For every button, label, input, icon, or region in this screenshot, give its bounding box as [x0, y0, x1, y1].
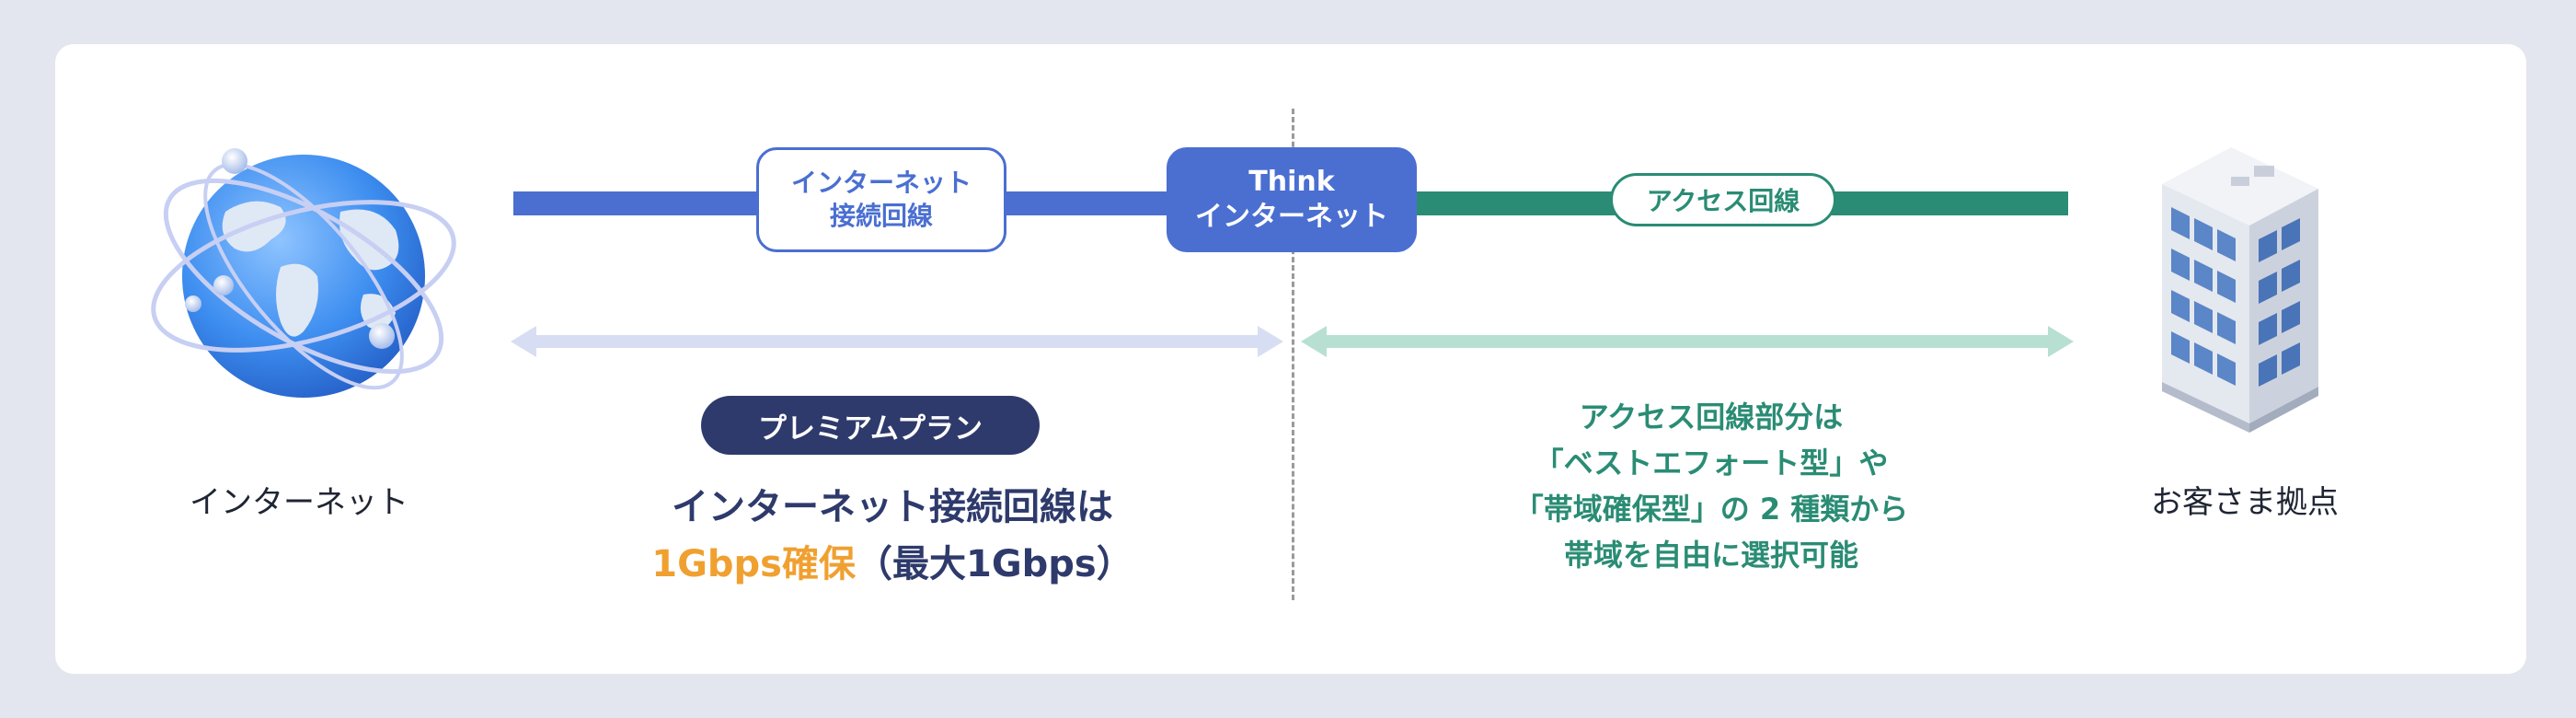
premium-description: インターネット接続回線は 1Gbps確保（最大1Gbps） [515, 479, 1270, 593]
globe-icon [151, 148, 456, 398]
access-note-line-4: 帯域を自由に選択可能 [1563, 538, 1858, 573]
internet-range-arrow [511, 326, 1283, 357]
premium-line-2: 1Gbps確保（最大1Gbps） [515, 536, 1270, 593]
premium-line-1: インターネット接続回線は [672, 486, 1113, 528]
access-description: アクセス回線部分は 「ベストエフォート型」や 「帯域確保型」の 2 種類から 帯… [1343, 394, 2079, 578]
premium-max: （最大1Gbps） [856, 543, 1133, 585]
access-note-line-1: アクセス回線部分は [1579, 400, 1844, 434]
think-label: Think [1248, 166, 1335, 198]
internet-connection-line-label: インターネット 接続回線 [756, 147, 1006, 252]
access-range-arrow [1301, 326, 2074, 357]
internet-label: インターネット [190, 484, 408, 521]
think-internet-badge: Think インターネット [1167, 147, 1417, 252]
office-building-icon [2162, 147, 2318, 433]
office-label: お客さま拠点 [2151, 484, 2339, 521]
think-internet-label: インターネット [1195, 201, 1388, 233]
access-note-line-2: 「ベストエフォート型」や [1534, 446, 1889, 481]
premium-plan-badge: プレミアムプラン [701, 396, 1040, 455]
access-note-line-3: 「帯域確保型」の 2 種類から [1513, 492, 1909, 527]
divider-line [1292, 109, 1294, 600]
access-line-label: アクセス回線 [1610, 173, 1836, 226]
premium-highlight: 1Gbps確保 [651, 543, 856, 585]
